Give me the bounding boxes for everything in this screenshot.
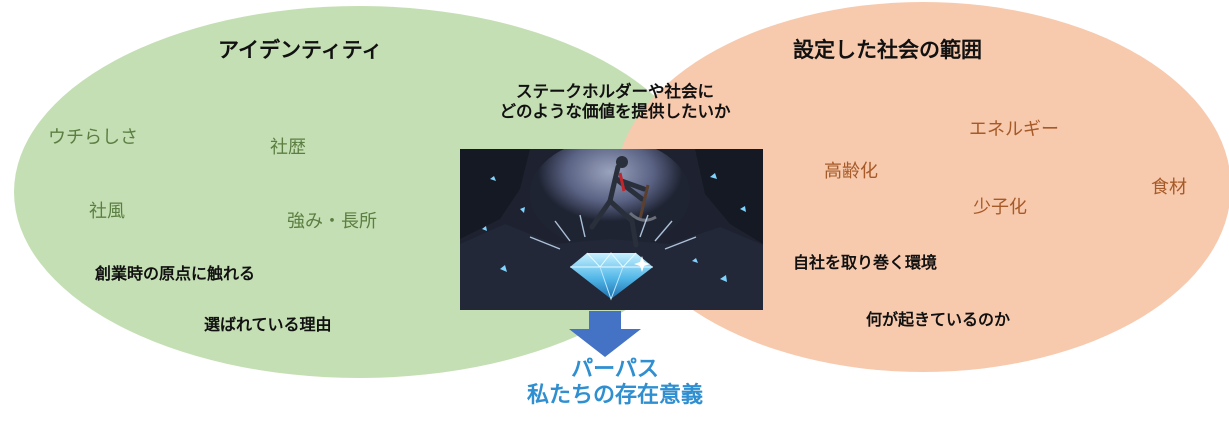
down-arrow-icon — [569, 311, 641, 361]
keyword-aging: 高齢化 — [824, 161, 878, 182]
purpose-title: パーパス — [571, 357, 659, 382]
identity-title: アイデンティティ — [218, 38, 383, 62]
phrase-what-is-happening: 何が起きているのか — [866, 310, 1011, 329]
society-scope-title: 設定した社会の範囲 — [793, 38, 982, 62]
phrase-surrounding-environment: 自社を取り巻く環境 — [793, 253, 938, 272]
phrase-chosen-reason: 選ばれている理由 — [204, 315, 332, 334]
purpose-result: パーパス 私たちの存在意義 — [490, 357, 740, 410]
center-question: ステークホルダーや社会に どのような価値を提供したいか — [455, 82, 775, 122]
keyword-corporate-culture: 社風 — [89, 201, 125, 222]
mining-diamond-illustration — [460, 139, 763, 310]
purpose-subtitle: 私たちの存在意義 — [526, 383, 703, 409]
center-question-line1: ステークホルダーや社会に — [516, 82, 714, 101]
keyword-uchirashisa: ウチらしさ — [48, 127, 138, 148]
keyword-company-history: 社歴 — [270, 137, 306, 158]
keyword-low-birthrate: 少子化 — [973, 197, 1027, 218]
keyword-strengths: 強み・長所 — [287, 211, 377, 232]
center-question-line2: どのような価値を提供したいか — [499, 101, 731, 121]
keyword-energy: エネルギー — [969, 119, 1059, 140]
keyword-ingredients: 食材 — [1151, 177, 1187, 198]
phrase-founding-origin: 創業時の原点に触れる — [95, 264, 256, 283]
